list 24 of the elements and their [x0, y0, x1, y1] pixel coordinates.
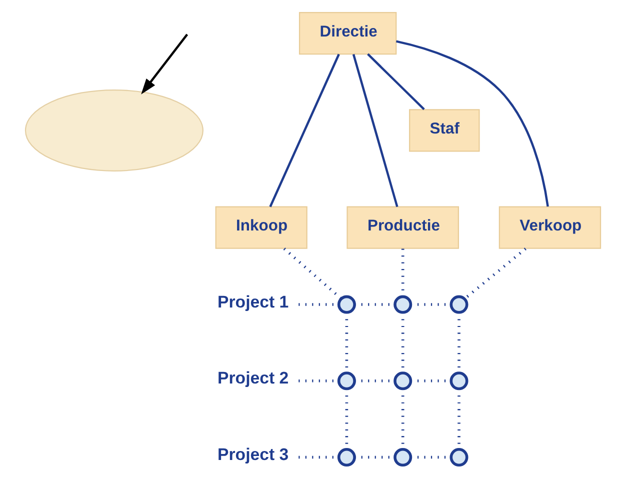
- node-circle: [336, 295, 356, 314]
- node-box: Inkoop: [214, 206, 307, 249]
- node-circle: [393, 372, 412, 390]
- node-box: Productie: [346, 206, 458, 249]
- connector: [268, 54, 340, 208]
- node-text: Project 3: [217, 445, 288, 464]
- node-circle: [449, 372, 468, 390]
- node-circle: [449, 295, 468, 314]
- node-ellipse: [24, 89, 203, 172]
- node-box: Staf: [408, 109, 480, 152]
- node-circle: [449, 448, 468, 467]
- node-circle: [336, 372, 356, 390]
- node-circle: [393, 448, 412, 467]
- arrow: [140, 34, 188, 94]
- node-circle: [393, 295, 412, 314]
- connector: [366, 53, 424, 110]
- connector: [352, 54, 398, 208]
- node-box: Directie: [298, 12, 396, 55]
- node-box: Verkoop: [498, 206, 601, 249]
- node-text: Project 2: [217, 368, 288, 388]
- connector: [395, 40, 548, 207]
- node-circle: [336, 448, 356, 467]
- node-text: Project 1: [217, 292, 288, 312]
- connector: [282, 248, 342, 300]
